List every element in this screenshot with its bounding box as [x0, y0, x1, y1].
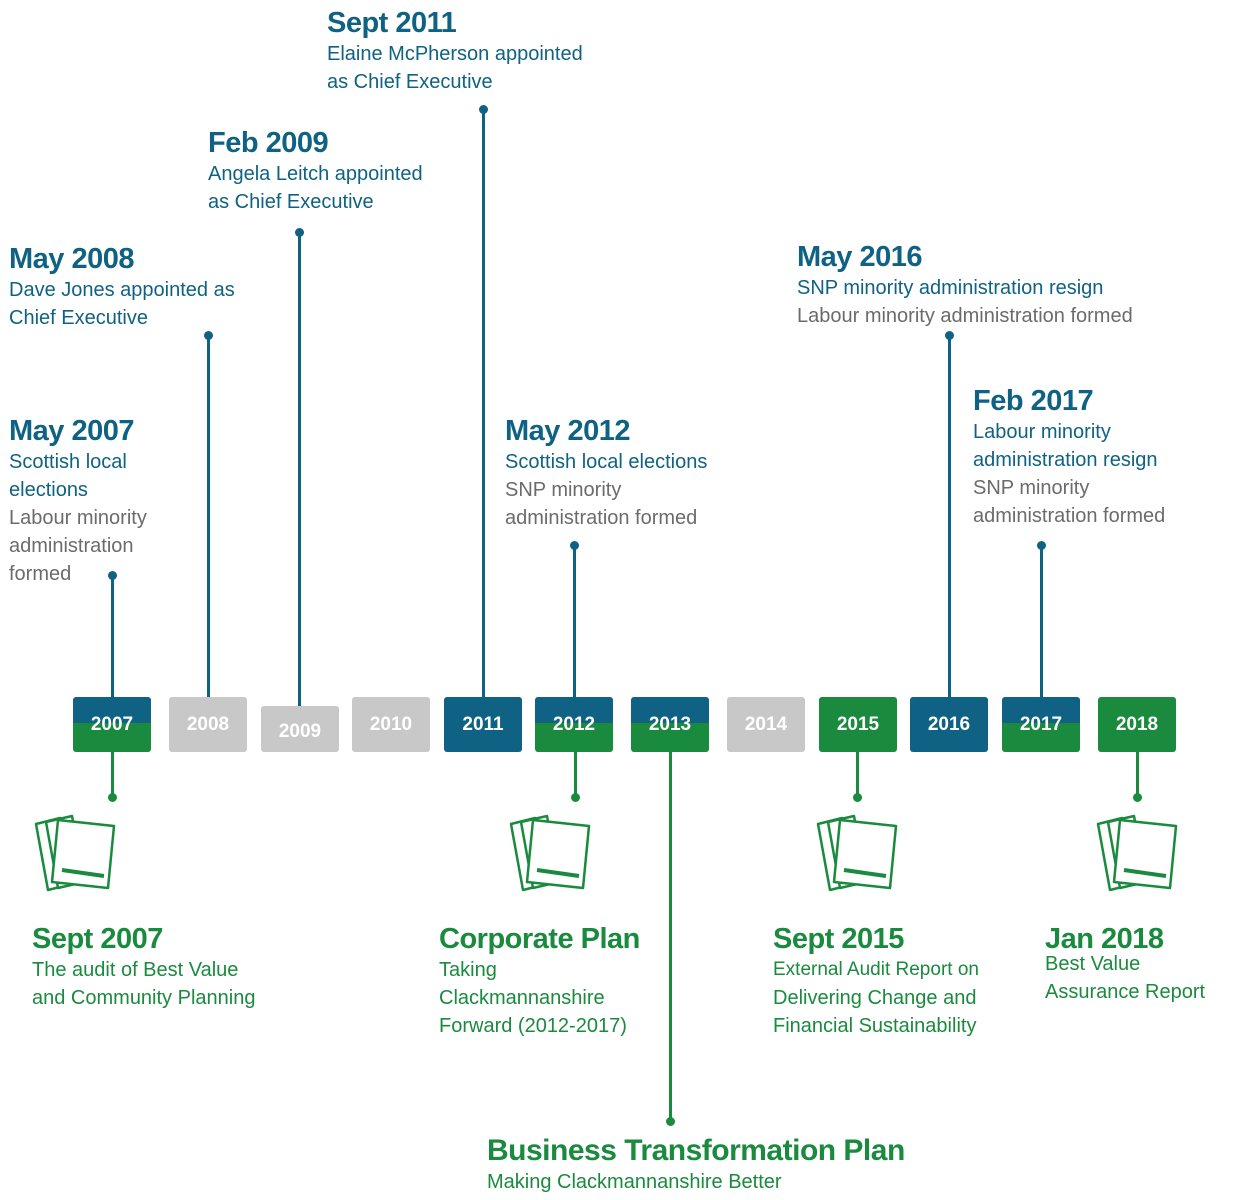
event-date: May 2008: [9, 243, 135, 275]
document-stack-icon: [34, 814, 116, 892]
event-line: Angela Leitch appointed: [208, 163, 423, 185]
connector-2007-top: [111, 576, 114, 698]
year-2018: 2018: [1098, 697, 1176, 752]
report-line: External Audit Report on: [773, 959, 979, 980]
event-line: administration: [9, 535, 134, 557]
connector-dot-2008-top: [204, 331, 213, 340]
connector-2018-bottom: [1136, 752, 1139, 797]
event-line: SNP minority: [973, 477, 1090, 499]
report-title: Sept 2015: [773, 923, 904, 955]
report-sept-2007: Sept 2007 The audit of Best Value and Co…: [32, 922, 352, 1012]
report-line: Delivering Change and: [773, 987, 977, 1009]
event-line: elections: [9, 479, 88, 501]
year-2009: 2009: [261, 706, 339, 752]
year-2013: 2013: [631, 697, 709, 752]
connector-dot-2007-top: [108, 571, 117, 580]
year-2014: 2014: [727, 697, 805, 752]
report-line: Clackmannanshire: [439, 987, 605, 1009]
event-may-2016: May 2016 SNP minority administration res…: [797, 240, 1217, 330]
connector-dot-2012-top: [570, 541, 579, 550]
year-2012: 2012: [535, 697, 613, 752]
document-stack-icon: [509, 814, 591, 892]
connector-2013-bottom: [669, 752, 672, 1122]
connector-2016-top: [948, 336, 951, 698]
report-title: Sept 2007: [32, 923, 163, 955]
event-line: Labour minority: [973, 421, 1111, 443]
report-title: Corporate Plan: [439, 923, 640, 955]
report-line: Financial Sustainability: [773, 1015, 977, 1037]
event-sept-2011: Sept 2011 Elaine McPherson appointed as …: [327, 6, 667, 96]
event-line: Scottish local: [9, 451, 127, 473]
event-line: Labour minority: [9, 507, 147, 529]
event-may-2007: May 2007 Scottish local elections Labour…: [9, 414, 209, 588]
connector-dot-2018-bottom: [1133, 793, 1142, 802]
event-line: Scottish local elections: [505, 451, 708, 473]
report-title: Business Transformation Plan: [487, 1134, 905, 1167]
report-line: and Community Planning: [32, 987, 256, 1009]
event-line: Chief Executive: [9, 307, 148, 329]
event-line: SNP minority administration resign: [797, 277, 1104, 299]
report-business-transformation-plan: Business Transformation Plan Making Clac…: [487, 1134, 1007, 1196]
report-line: The audit of Best Value: [32, 959, 239, 981]
year-2008: 2008: [169, 697, 247, 752]
event-line: Elaine McPherson appointed: [327, 43, 583, 65]
report-line: Assurance Report: [1045, 981, 1206, 1003]
year-2015: 2015: [819, 697, 897, 752]
event-line: Labour minority administration formed: [797, 305, 1133, 327]
event-may-2012: May 2012 Scottish local elections SNP mi…: [505, 414, 805, 532]
year-2017: 2017: [1002, 697, 1080, 752]
document-stack-icon: [816, 814, 898, 892]
connector-dot-2012-bottom: [571, 793, 580, 802]
connector-2012-bottom: [574, 752, 577, 797]
connector-2008-top: [207, 336, 210, 698]
connector-dot-2013-bottom: [666, 1117, 675, 1126]
connector-2007-bottom: [111, 752, 114, 797]
event-line: administration formed: [973, 505, 1166, 527]
connector-dot-2017-top: [1037, 541, 1046, 550]
connector-dot-2016-top: [945, 331, 954, 340]
event-date: Sept 2011: [327, 7, 457, 39]
connector-2009-top: [298, 233, 301, 707]
connector-dot-2009-top: [295, 228, 304, 237]
report-corporate-plan: Corporate Plan Taking Clackmannanshire F…: [439, 922, 739, 1040]
connector-2015-bottom: [856, 752, 859, 797]
report-jan-2018: Jan 2018 Best Value Assurance Report: [1045, 922, 1235, 1006]
event-date: Feb 2009: [208, 127, 329, 159]
connector-2017-top: [1040, 546, 1043, 698]
event-feb-2017: Feb 2017 Labour minority administration …: [973, 384, 1213, 530]
report-line: Making Clackmannanshire Better: [487, 1171, 782, 1193]
event-feb-2009: Feb 2009 Angela Leitch appointed as Chie…: [208, 126, 508, 216]
report-title: Jan 2018: [1045, 923, 1164, 955]
event-line: administration resign: [973, 449, 1158, 471]
year-2007: 2007: [73, 697, 151, 752]
event-line: as Chief Executive: [327, 71, 493, 93]
event-line: administration formed: [505, 507, 698, 529]
event-date: May 2016: [797, 241, 923, 273]
year-2016: 2016: [910, 697, 988, 752]
year-2010: 2010: [352, 697, 430, 752]
report-sept-2015: Sept 2015 External Audit Report on Deliv…: [773, 922, 1033, 1040]
event-date: May 2012: [505, 415, 631, 447]
year-2011: 2011: [444, 697, 522, 752]
event-line: SNP minority: [505, 479, 622, 501]
event-line: formed: [9, 563, 72, 585]
report-line: Taking: [439, 959, 497, 981]
document-stack-icon: [1096, 814, 1178, 892]
connector-dot-2015-bottom: [853, 793, 862, 802]
event-date: May 2007: [9, 415, 135, 447]
event-line: as Chief Executive: [208, 191, 374, 213]
report-line: Forward (2012-2017): [439, 1015, 627, 1037]
connector-dot-2007-bottom: [108, 793, 117, 802]
event-date: Feb 2017: [973, 385, 1094, 417]
connector-2011-top: [482, 110, 485, 698]
event-line: Dave Jones appointed as: [9, 279, 235, 301]
connector-2012-top: [573, 546, 576, 698]
report-line: Best Value: [1045, 953, 1141, 975]
connector-dot-2011-top: [479, 105, 488, 114]
event-may-2008: May 2008 Dave Jones appointed as Chief E…: [9, 242, 309, 332]
